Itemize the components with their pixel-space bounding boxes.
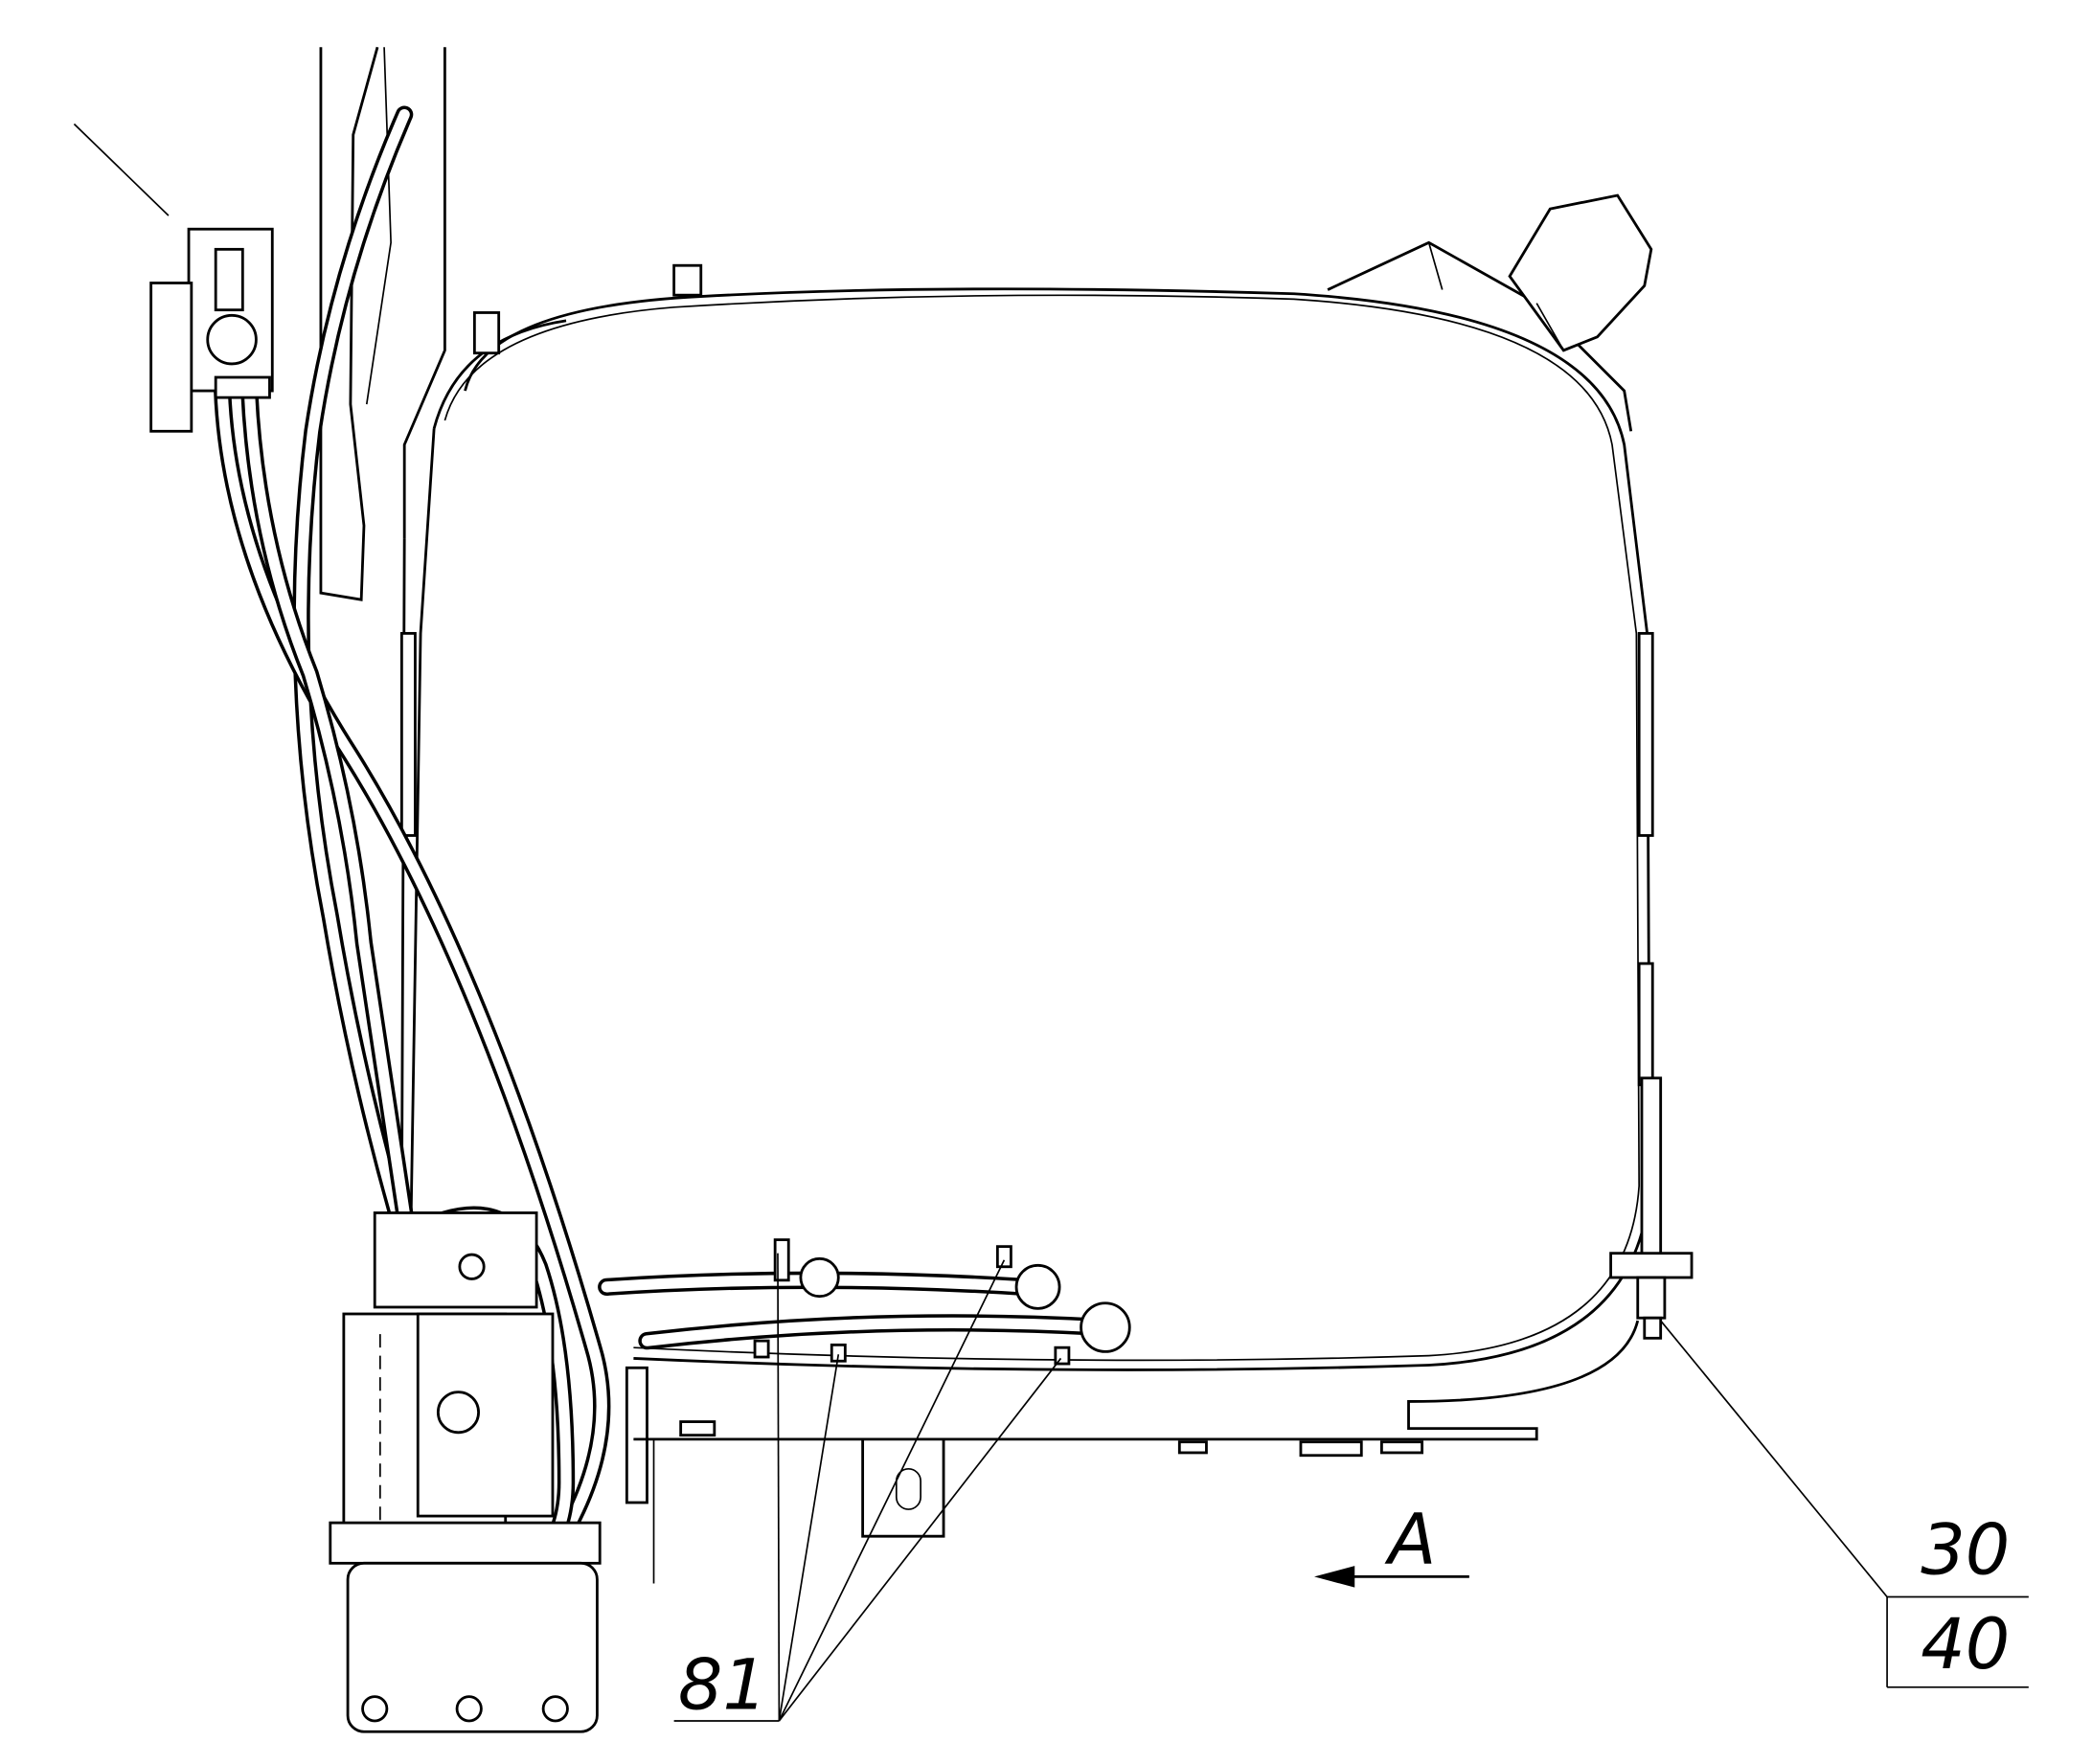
callout-30-40: 30 40 bbox=[1660, 1320, 2029, 1688]
callout-40: 40 bbox=[1921, 1604, 2010, 1685]
view-arrow-a: A bbox=[1314, 1499, 1469, 1588]
callout-81-label: 81 bbox=[678, 1644, 767, 1726]
vent-fitting bbox=[672, 263, 703, 297]
fuel-tank bbox=[399, 287, 1694, 1371]
view-arrow-label: A bbox=[1384, 1499, 1436, 1580]
sensor-unit bbox=[73, 123, 274, 433]
callout-30: 30 bbox=[1921, 1510, 2010, 1592]
frame-member bbox=[319, 46, 446, 601]
mounting-plate bbox=[633, 1320, 1640, 1584]
callout-81: 81 bbox=[673, 1253, 1062, 1726]
clip bbox=[472, 311, 501, 355]
hoses bbox=[214, 105, 1115, 1646]
pump-assembly bbox=[329, 1211, 648, 1733]
filler-neck bbox=[1327, 193, 1653, 432]
hose-clamps bbox=[753, 1238, 1131, 1366]
